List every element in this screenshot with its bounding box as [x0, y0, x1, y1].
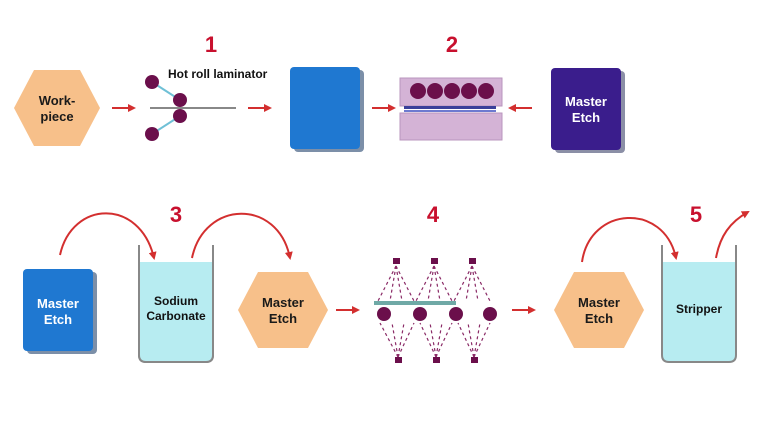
arrow-into-sodium-carbonate	[59, 212, 157, 260]
step-number-4: 4	[427, 202, 440, 227]
hot-roll-laminator	[145, 75, 236, 141]
laminator-roller-top	[173, 93, 187, 107]
supply-roll-bottom	[145, 127, 159, 141]
supply-roll-top	[145, 75, 159, 89]
step-number-1: 1	[205, 32, 217, 57]
sodium-carbonate-label-line2: Carbonate	[146, 309, 206, 323]
master-etch-label-line1: Master	[37, 296, 79, 311]
master-etch-label-line1: Master	[262, 295, 304, 310]
workpiece-hexagon: Work- piece	[14, 70, 100, 146]
master-etch-label-line2: Etch	[44, 312, 72, 327]
sodium-carbonate-label-line1: Sodium	[154, 294, 198, 308]
laminator-roller-bottom	[173, 109, 187, 123]
exposure-lamp	[478, 83, 494, 99]
arrow-into-stripper	[581, 217, 679, 263]
step-number-5: 5	[690, 202, 702, 227]
exposure-lamp	[444, 83, 460, 99]
master-etch-label-line2: Etch	[585, 311, 613, 326]
laminator-label: Hot roll laminator	[168, 67, 268, 81]
master-etch-hexagon: Master Etch	[238, 272, 328, 348]
master-etch-label-line1: Master	[578, 295, 620, 310]
stripper-label: Stripper	[676, 302, 722, 316]
spray-etcher	[374, 258, 497, 363]
sodium-carbonate-tank: Sodium Carbonate	[138, 245, 214, 363]
master-etch-block: Master Etch	[23, 269, 97, 354]
step-number-3: 3	[170, 202, 182, 227]
stripper-tank: Stripper	[661, 245, 737, 363]
arrow-out-of-stripper	[715, 211, 750, 259]
master-etch-label-line1: Master	[565, 94, 607, 109]
step-number-2: 2	[446, 32, 458, 57]
master-etch-phototool: Master Etch	[551, 68, 625, 153]
workpiece-label-line2: piece	[40, 109, 73, 124]
workpiece-label-line1: Work-	[39, 93, 76, 108]
master-etch-label-line2: Etch	[269, 311, 297, 326]
exposure-unit	[399, 77, 503, 141]
exposure-lamp	[461, 83, 477, 99]
master-etch-label-line2: Etch	[572, 110, 600, 125]
master-etch-hexagon: Master Etch	[554, 272, 644, 348]
exposure-lamp	[410, 83, 426, 99]
exposure-lamp	[427, 83, 443, 99]
arrow-out-of-sodium-carbonate	[191, 212, 293, 260]
